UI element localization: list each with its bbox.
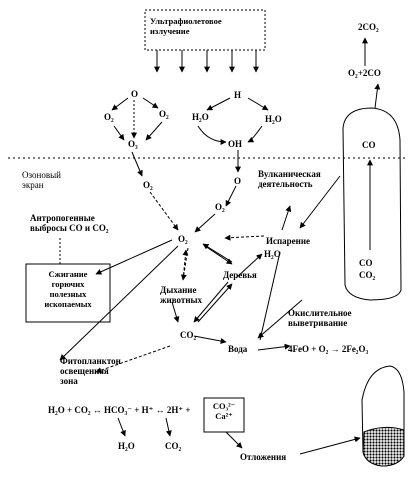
uv-arrows [154, 50, 259, 73]
anthropogenic-line-2: выбросы CO и CO₂ [30, 223, 109, 233]
bottom-h2o: H₂O [118, 441, 135, 451]
label-2co2: 2CO₂ [358, 22, 379, 32]
water-oh: OH [228, 139, 243, 149]
ozone-o2-right: O₂ [159, 109, 169, 119]
phyto-line-2: освещенная [60, 366, 109, 376]
label-co-bottom: CO [359, 258, 373, 268]
ozone-cycle-arrows [111, 97, 179, 231]
ion-line-1: CO₃²⁻ [212, 401, 236, 411]
co-arrows [362, 37, 381, 250]
label-o2-2co: O₂+2CO [348, 68, 381, 78]
center-o2: O₂ [178, 234, 188, 244]
fossil-line-4: ископаемых [44, 299, 92, 309]
fe-equation: 4FeO + O₂ → 2Fe₂O₃ [288, 344, 369, 354]
fossil-line-1: Сжигание [48, 269, 88, 279]
bottom-arrows [117, 417, 361, 455]
ion-label: CO₃²⁻ Ca²⁺ [205, 401, 243, 421]
label-co-in-blob: CO [362, 140, 376, 150]
animal-breath-line-1: Дыхание [160, 285, 197, 295]
h2o-evap: H₂O [264, 249, 281, 259]
ozone-screen-line-1: Озоновый [22, 170, 61, 180]
uv-label: Ультрафиолетовое излучение [150, 16, 260, 36]
water-h2o-right: H₂O [265, 114, 282, 124]
oxidative-label: Окислительное выветривание [288, 308, 352, 328]
ion-box [203, 397, 245, 433]
fossil-box [25, 263, 111, 323]
ozone-o3: O₃ [128, 139, 138, 149]
water-o2: O₂ [215, 202, 225, 212]
atmosphere-blob [342, 107, 402, 301]
animal-breath-line-2: животных [160, 295, 203, 305]
evap-to-h2o-line [259, 251, 281, 341]
oxidative-line-1: Окислительное [288, 308, 352, 318]
ozone-o2-low: O₂ [143, 180, 153, 190]
anthropogenic-line-1: Антропогенные [30, 213, 95, 223]
uv-line-1: Ультрафиолетовое [150, 16, 222, 26]
trees-label: Деревья [223, 270, 257, 280]
bottom-sediments: Отложения [240, 452, 287, 462]
volcanic-label: Вулканическая деятельность [258, 169, 321, 189]
ozone-o-top: O [131, 89, 139, 99]
water-h: H [234, 90, 242, 100]
ion-line-2: Ca²⁺ [215, 411, 233, 421]
evaporation-label: Испарение [266, 236, 311, 246]
oxidative-line-2: выветривание [288, 318, 348, 328]
volcanic-line-2: деятельность [258, 179, 313, 189]
ozone-screen-line-2: экран [22, 180, 44, 190]
water-o: O [234, 176, 242, 186]
fossil-line-2: горючих [51, 279, 85, 289]
uv-line-2: излучение [150, 26, 190, 36]
water-label: Вода [228, 344, 248, 354]
center-arrows [59, 175, 341, 374]
anthropogenic-label: Антропогенные выбросы CO и CO₂ [30, 213, 109, 233]
water-h2o-left: H₂O [192, 112, 209, 122]
label-co2-bottom: CO₂ [359, 270, 376, 280]
volcanic-line-1: Вулканическая [258, 169, 321, 179]
fossil-line-3: полезных [49, 289, 87, 299]
co2-center: CO₂ [180, 330, 197, 340]
water-cycle-arrows [194, 97, 269, 233]
sediment-fill [362, 426, 405, 467]
phyto-line-3: зона [60, 376, 78, 386]
phyto-label: Фитопланктон освещенная зона [60, 356, 121, 386]
bottom-co2: CO₂ [165, 441, 182, 451]
ozone-screen-label: Озоновый экран [22, 170, 61, 190]
fossil-label: Сжигание горючих полезных ископаемых [28, 269, 108, 309]
carbonate-equation: H₂O + CO₂ ↔ HCO₃⁻ + H⁺ ↔ 2H⁺ + [48, 405, 191, 415]
phyto-line-1: Фитопланктон [60, 356, 121, 366]
animal-breath-label: Дыхание животных [160, 285, 202, 305]
uv-box [144, 9, 266, 51]
ozone-o2-left: O₂ [104, 112, 114, 122]
